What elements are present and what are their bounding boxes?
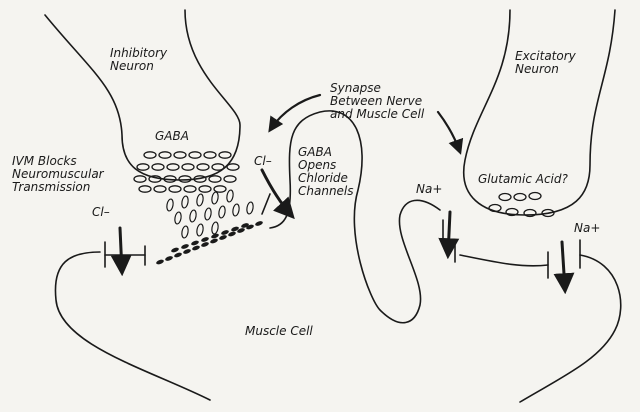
gaba-vesicle [224,176,236,182]
gaba-vesicles [134,152,239,192]
bound-gaba-molecule [165,255,174,261]
bound-gaba-molecule [192,245,201,251]
cl-left-label: Cl– [92,206,110,219]
receptor-gaba-channel [262,194,270,214]
gaba-vesicle [214,186,226,192]
bound-gaba-molecule [191,240,200,246]
gaba-drop [204,208,212,221]
gaba-vesicle [199,186,211,192]
gaba-vesicle [137,164,149,170]
gaba-vesicle [212,164,224,170]
cl-middle-label: Cl– [254,155,272,168]
gaba-drop [174,212,182,225]
bound-gaba-molecule [171,247,180,253]
bound-gaba-molecule [156,259,165,265]
gaba-vesicle [182,164,194,170]
gaba-drop [226,190,234,203]
gaba-drop [232,204,240,217]
inhibitory-neuron-label: Inhibitory Neuron [110,47,167,73]
na-arrow-left [448,212,450,255]
gaba-vesicle [167,164,179,170]
bound-gaba-molecule [210,238,219,244]
gaba-label: GABA [155,130,189,143]
glutamic-acid-label: Glutamic Acid? [478,173,568,186]
gaba-opens-label: GABA Opens Chloride Channels [298,146,354,198]
gaba-drop [211,222,219,235]
glutamic-acid-vesicle [529,193,541,200]
bound-gaba-molecule [255,220,264,226]
gaba-drop [246,202,254,215]
gaba-vesicle [144,152,156,158]
ivm-blocks-label: IVM Blocks Neuromuscular Transmission [12,155,104,194]
gaba-vesicle [159,152,171,158]
gaba-vesicle [174,152,186,158]
bound-gaba-molecule [181,243,190,249]
muscle-cell-label: Muscle Cell [245,325,313,338]
bound-gaba-molecule [174,252,183,258]
gaba-vesicle [209,176,221,182]
bound-gaba-molecule [221,229,230,235]
gaba-drop [166,199,174,212]
gaba-vesicle [154,186,166,192]
bound-gaba-molecules [156,220,264,265]
gaba-vesicle [189,152,201,158]
gaba-drop [196,194,204,207]
glutamic-acid-vesicle [514,194,526,201]
excitatory-neuron-label: Excitatory Neuron [515,50,576,76]
glutamic-acid-vesicle [499,194,511,201]
synapse-arrow-left [270,95,320,130]
cl-arrow-left [120,228,122,272]
gaba-drop [211,192,219,205]
cl-arrow-middle [262,170,292,216]
bound-gaba-molecule [228,231,237,237]
gaba-drop [181,196,189,209]
gaba-vesicle [219,152,231,158]
gaba-vesicle [169,186,181,192]
gaba-drop [218,206,226,219]
gaba-drop [181,226,189,239]
gaba-vesicle [152,164,164,170]
gaba-vesicle [204,152,216,158]
gaba-vesicle [139,186,151,192]
synapse-arrow-right [438,112,460,152]
synapse-label: Synapse Between Nerve and Muscle Cell [330,82,424,121]
gaba-drop [196,224,204,237]
bound-gaba-molecule [183,248,192,254]
gaba-vesicle [134,176,146,182]
bound-gaba-molecule [219,234,228,240]
na-right-label: Na+ [574,222,600,235]
gaba-vesicle [227,164,239,170]
na-arrow-right [562,242,565,290]
bound-gaba-molecule [201,236,210,242]
gaba-vesicle [197,164,209,170]
na-left-label: Na+ [416,183,442,196]
gaba-drop [189,210,197,223]
gaba-vesicle [184,186,196,192]
bound-gaba-molecule [201,241,210,247]
